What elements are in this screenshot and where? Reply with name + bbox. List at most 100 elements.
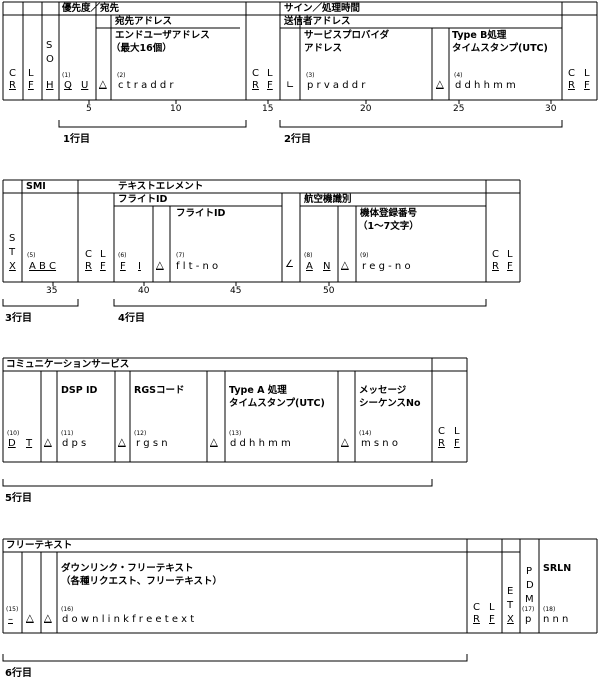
max16-label: （最大16個） bbox=[111, 43, 172, 54]
flight-chars: f l t - n o bbox=[176, 261, 219, 272]
triangle-icon: △ bbox=[341, 260, 349, 271]
stx-t-char: T bbox=[9, 247, 16, 258]
field-ref-5: (5) bbox=[27, 252, 36, 259]
soh-s-char: S bbox=[46, 40, 53, 51]
lf7-char: L bbox=[489, 602, 495, 613]
pdm-m-char: M bbox=[525, 594, 534, 605]
lf4-f-char: F bbox=[100, 261, 106, 272]
typeb-chars: d d h h m m bbox=[455, 80, 516, 91]
row-label-6: 6行目 bbox=[5, 668, 32, 679]
typeb-label-1: Type B処理 bbox=[452, 30, 507, 41]
soh-h-char: H bbox=[46, 80, 54, 91]
rgs-code-label: RGSコード bbox=[134, 385, 185, 396]
lf-f-char: F bbox=[28, 80, 34, 91]
field-ref-7: (7) bbox=[176, 252, 185, 259]
smi-chars: A B C bbox=[29, 261, 57, 272]
free-text-header: フリーテキスト bbox=[6, 540, 73, 551]
field-ref-12: (12) bbox=[134, 430, 147, 437]
dt-t-char: T bbox=[26, 438, 33, 449]
an-a-char: A bbox=[306, 261, 313, 272]
field-ref-4: (4) bbox=[454, 72, 463, 79]
lf4-char: L bbox=[100, 249, 106, 260]
downlink-label-2: （各種リクエスト、フリーテキスト） bbox=[61, 576, 223, 587]
row-label-1: 1行目 bbox=[63, 134, 90, 145]
dash-char: – bbox=[8, 614, 13, 625]
cr4-r-char: R bbox=[85, 261, 92, 272]
reg-no-label: 機体登録番号 bbox=[360, 208, 418, 219]
cr6-char: C bbox=[438, 426, 445, 437]
typeb-label-2: タイムスタンプ(UTC) bbox=[452, 43, 548, 54]
fi-f-char: F bbox=[120, 261, 126, 272]
stx-x-char: X bbox=[9, 261, 16, 272]
cr2-char: C bbox=[252, 68, 259, 79]
lf6-f-char: F bbox=[454, 438, 460, 449]
downlink-chars: d o w n l i n k f r e e t e x t bbox=[62, 614, 195, 625]
triangle-icon: △ bbox=[99, 79, 107, 90]
etx-t-char: T bbox=[507, 600, 514, 611]
row-label-5: 5行目 bbox=[5, 493, 32, 504]
tick-label: 35 bbox=[46, 286, 58, 296]
priority-u-char: U bbox=[81, 80, 89, 91]
smi-header: SMI bbox=[26, 181, 46, 192]
etx-x-char: X bbox=[507, 614, 514, 625]
slash-mark: ∠ bbox=[285, 259, 294, 270]
sp-address-label-1: サービスプロバイダ bbox=[304, 30, 390, 41]
tick-label: 50 bbox=[323, 286, 335, 296]
field-ref-1: (1) bbox=[62, 72, 71, 79]
triangle-icon: △ bbox=[156, 260, 164, 271]
an-n-char: N bbox=[323, 261, 331, 272]
field-ref-6: (6) bbox=[118, 252, 127, 259]
cr4-char: C bbox=[85, 249, 92, 260]
cr2-r-char: R bbox=[252, 80, 259, 91]
downlink-label-1: ダウンリンク・フリーテキスト bbox=[61, 563, 194, 574]
flight-id-group-header: フライトID bbox=[118, 194, 168, 205]
lf-char: L bbox=[28, 68, 34, 79]
triangle-icon: △ bbox=[44, 437, 52, 448]
priority-q-char: Q bbox=[64, 80, 72, 91]
lf3-f-char: F bbox=[584, 80, 590, 91]
field-ref-18: (18) bbox=[543, 606, 556, 613]
cr3-r-char: R bbox=[568, 80, 575, 91]
fi-i-char: I bbox=[138, 261, 141, 272]
field-ref-15: (15) bbox=[6, 606, 19, 613]
cr3-char: C bbox=[568, 68, 575, 79]
period-mark: ∟ bbox=[286, 80, 295, 91]
msg-seq-chars: m s n o bbox=[361, 438, 398, 449]
end-user-chars: c t r a d d r bbox=[118, 80, 174, 91]
pdm-p-char: P bbox=[526, 566, 533, 577]
field-ref-11: (11) bbox=[61, 430, 74, 437]
msg-seq-label-1: メッセージ bbox=[359, 385, 407, 396]
cr-r-char: R bbox=[9, 80, 16, 91]
text-element-header: テキストエレメント bbox=[118, 181, 204, 192]
cr7-r-char: R bbox=[473, 614, 480, 625]
triangle-icon: △ bbox=[118, 437, 126, 448]
triangle-icon: △ bbox=[341, 437, 349, 448]
cr-char: C bbox=[9, 68, 16, 79]
field-ref-10: (10) bbox=[7, 430, 20, 437]
tick-label: 15 bbox=[262, 104, 274, 114]
pdm-d-char: D bbox=[526, 580, 534, 591]
dt-d-char: D bbox=[8, 438, 16, 449]
sp-address-label-2: アドレス bbox=[304, 43, 343, 54]
flight-id-label: フライトID bbox=[176, 208, 226, 219]
lf5-char: L bbox=[507, 249, 513, 260]
lf5-f-char: F bbox=[507, 261, 513, 272]
msg-seq-label-2: シーケンスNo bbox=[359, 398, 421, 409]
lf6-char: L bbox=[454, 426, 460, 437]
rgs-chars: r g s n bbox=[136, 438, 168, 449]
typea-label-1: Type A 処理 bbox=[229, 385, 287, 396]
pdm-value-char: p bbox=[525, 614, 532, 625]
srln-chars: n n n bbox=[543, 614, 569, 625]
dsp-chars: d p s bbox=[62, 438, 87, 449]
field-ref-2: (2) bbox=[117, 72, 126, 79]
field-ref-8: (8) bbox=[304, 252, 313, 259]
cr6-r-char: R bbox=[438, 438, 445, 449]
field-ref-14: (14) bbox=[359, 430, 372, 437]
cr5-char: C bbox=[492, 249, 499, 260]
lf2-char: L bbox=[267, 68, 273, 79]
end-user-address-label: エンドユーザアドレス bbox=[115, 30, 210, 41]
sign-time-header: サイン／処理時間 bbox=[284, 3, 361, 14]
typea-chars: d d h h m m bbox=[230, 438, 291, 449]
row-label-2: 2行目 bbox=[284, 134, 311, 145]
